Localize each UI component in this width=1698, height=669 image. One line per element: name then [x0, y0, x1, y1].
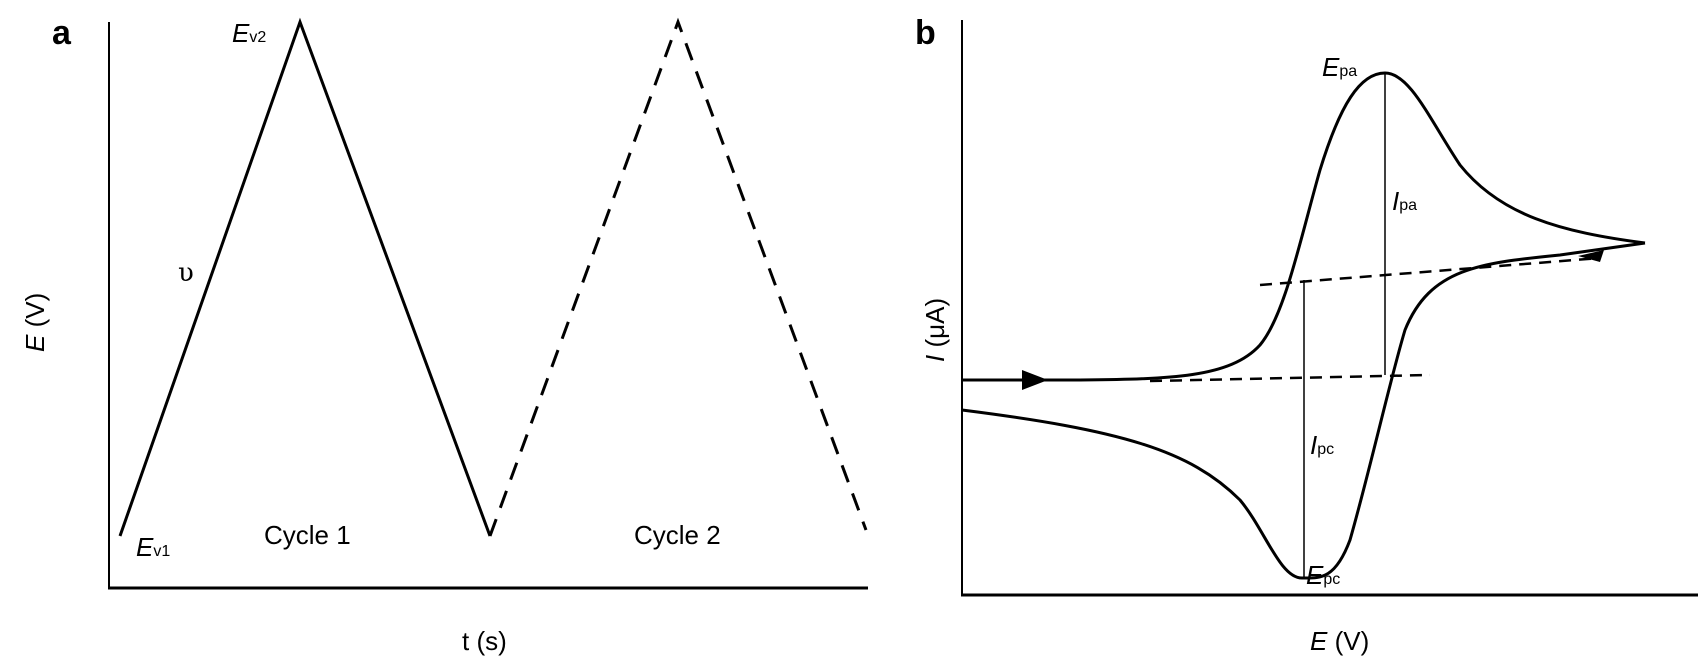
ipc-label: Ipc — [1310, 430, 1335, 460]
panel-label-a: a — [52, 14, 71, 52]
panel-label-b: b — [915, 14, 936, 52]
cycle1-line — [118, 17, 492, 537]
x-axis-label-a: t (s) — [462, 626, 507, 656]
panel-a — [108, 17, 868, 590]
cycle1-label: Cycle 1 — [264, 520, 351, 550]
y-axis-label-a: E (V) — [20, 292, 50, 352]
panel-b — [961, 20, 1698, 597]
x-axis-label-b: E (V) — [1310, 626, 1370, 656]
ipa-label: Ipa — [1392, 186, 1418, 216]
ev2-label: Ev2 — [232, 18, 267, 48]
baseline-anodic — [1259, 256, 1601, 287]
forward-arrow-icon — [1022, 370, 1048, 390]
ev1-label: Ev1 — [136, 532, 171, 562]
cv-forward-scan — [962, 71, 1646, 382]
cycle2-label: Cycle 2 — [634, 520, 721, 550]
reverse-arrow-icon — [1578, 250, 1604, 262]
epa-label: Epa — [1322, 52, 1358, 82]
baseline-cathodic — [1149, 373, 1431, 383]
scan-rate-label: υ — [178, 258, 194, 288]
cycle2-line — [488, 17, 868, 537]
y-axis-label-b: I (μA) — [920, 297, 950, 362]
epc-label: Epc — [1306, 560, 1341, 590]
cv-reverse-scan — [961, 241, 1646, 580]
